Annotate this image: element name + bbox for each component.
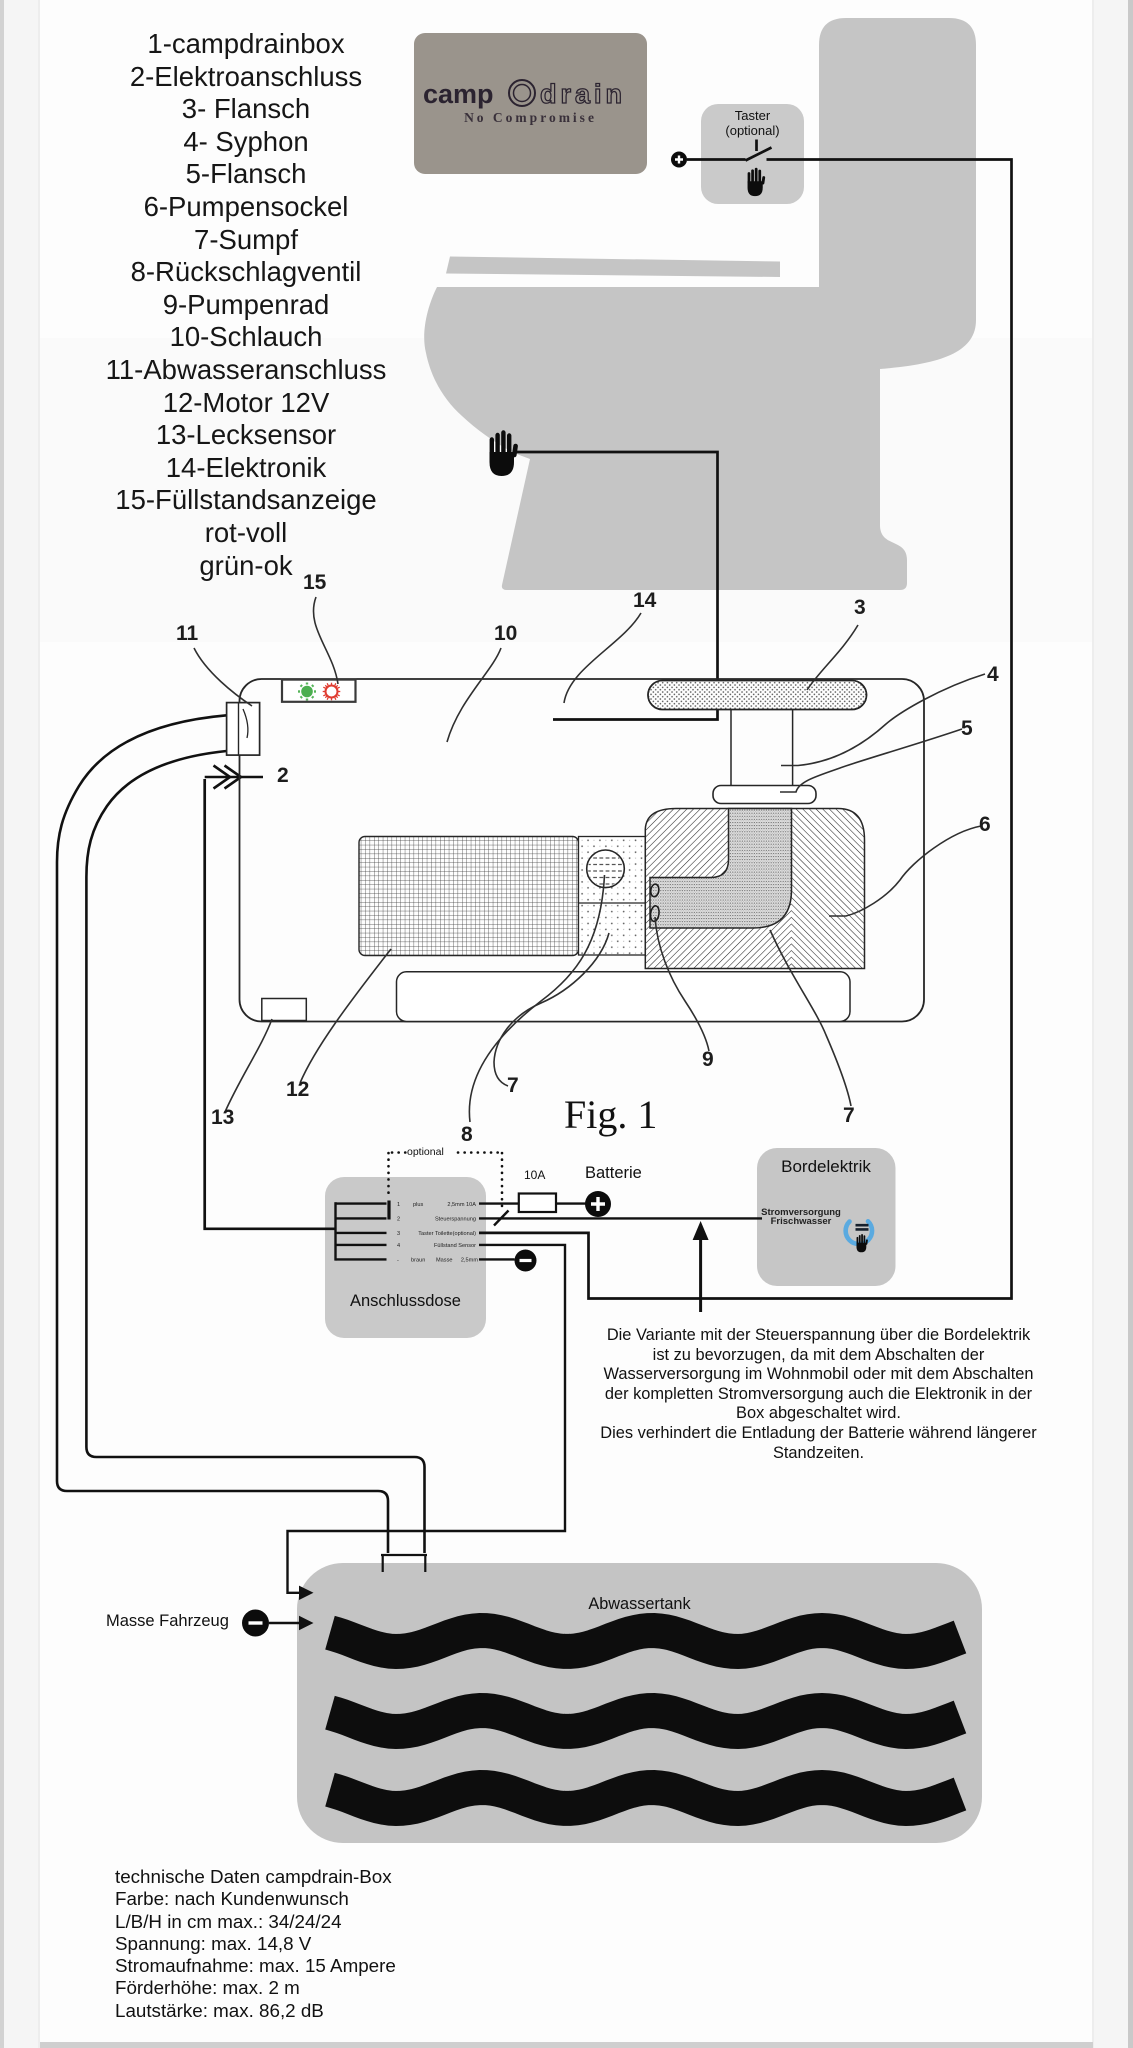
svg-text:2,5mm: 2,5mm [461,1258,478,1264]
svg-text:1: 1 [397,1202,400,1208]
svg-text:4: 4 [397,1243,400,1249]
svg-text:2,5mm 10A: 2,5mm 10A [447,1202,476,1208]
svg-text:Masse: Masse [436,1258,452,1264]
svg-text:braun: braun [411,1258,425,1264]
svg-text:Steuerspannung: Steuerspannung [435,1217,476,1223]
svg-text:Taster Toilette(optional): Taster Toilette(optional) [418,1231,476,1237]
svg-text:Füllstand Sensor: Füllstand Sensor [434,1243,476,1249]
svg-text:plus: plus [413,1202,423,1208]
svg-text:-: - [397,1258,399,1264]
svg-text:3: 3 [397,1231,400,1237]
svg-text:2: 2 [397,1217,400,1223]
